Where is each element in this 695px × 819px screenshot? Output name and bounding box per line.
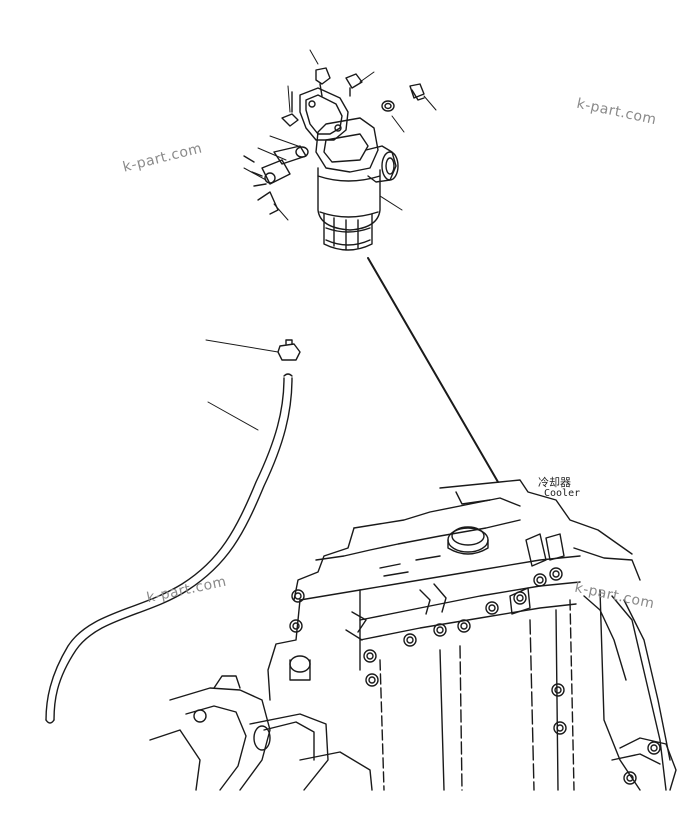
- connector-line: [367, 257, 499, 483]
- bolt-row: [289, 567, 661, 785]
- cooler-label-chinese: 冷却器: [538, 476, 571, 489]
- engine-cooler: [149, 479, 677, 791]
- hose-assembly: [45, 339, 301, 724]
- cooler-label-english: Cooler: [544, 488, 581, 499]
- fuel-filter-assembly: [243, 49, 437, 251]
